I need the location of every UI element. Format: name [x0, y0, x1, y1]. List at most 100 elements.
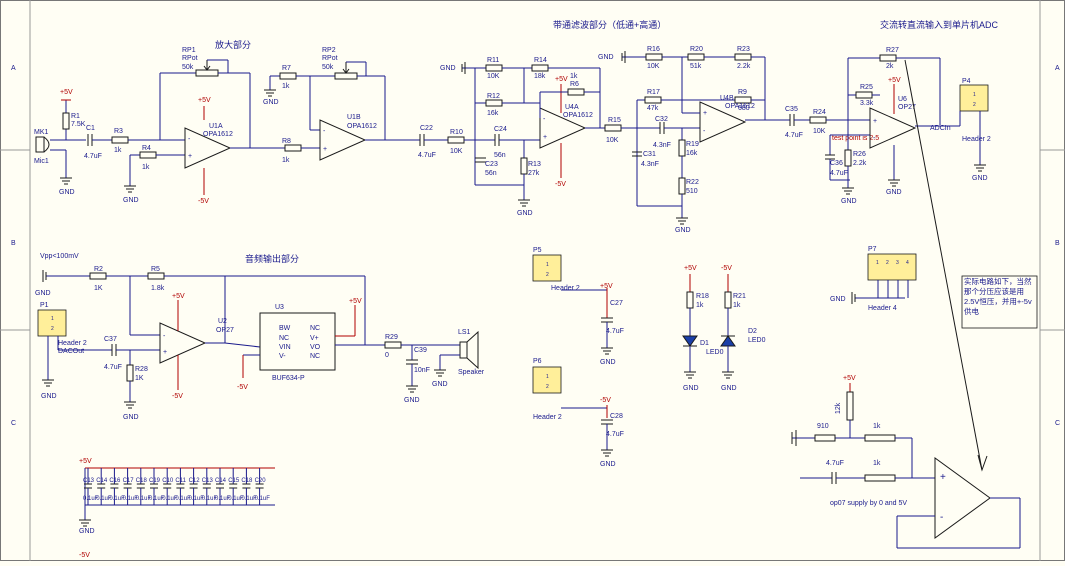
- u2-ref: U2: [218, 318, 227, 325]
- p6-supply: -5V: [600, 397, 611, 404]
- svg-text:+: +: [940, 472, 946, 483]
- r17-resistor: [644, 96, 662, 104]
- svg-text:2: 2: [51, 326, 54, 332]
- svg-text:1: 1: [876, 260, 879, 266]
- decoupling-cap-value: 0.1uF: [136, 496, 152, 502]
- decoupling-cap-ref: C20: [255, 478, 267, 484]
- decoupling-cap-ref: C11: [175, 478, 186, 484]
- adc-in-net: ADCIn: [930, 125, 951, 132]
- mic-symbol: [35, 136, 45, 153]
- speaker-ls1: [459, 341, 468, 359]
- r10-value: 10K: [450, 148, 463, 155]
- svg-text:1: 1: [973, 92, 976, 98]
- rp1-ref: RP1: [182, 47, 196, 54]
- u1a-plus-supply: +5V: [198, 97, 211, 104]
- c36-value: 4.7uF: [830, 170, 848, 177]
- border-letter-a-right: A: [1055, 65, 1060, 72]
- u3-pin-bw: BW: [279, 325, 291, 332]
- c39-ref: C39: [414, 347, 427, 354]
- r16-value: 10K: [647, 63, 660, 70]
- c24-value: 56n: [494, 152, 506, 159]
- svg-text:4: 4: [906, 260, 909, 266]
- c28-ref: C28: [610, 413, 623, 420]
- svg-text:1: 1: [546, 262, 549, 268]
- r5-value: 1.8k: [151, 285, 165, 292]
- r11-resistor: [485, 64, 503, 72]
- r4-ref: R4: [142, 145, 151, 152]
- decoupling-cap-value: 0.1uF: [202, 496, 218, 502]
- u3-minus-supply: -5V: [237, 384, 248, 391]
- note-pointer-line: [904, 59, 983, 471]
- r25-resistor: [855, 91, 873, 99]
- opamp-u4a: [539, 107, 587, 149]
- r26-ref: R26: [853, 151, 866, 158]
- r18-resistor: [686, 291, 694, 309]
- design-note: 实际电路如下，当然那个分压应该是用2.5V恒压，并用+-5v供电: [964, 277, 1032, 316]
- svg-text:-: -: [703, 128, 706, 135]
- mic-name: Mic1: [34, 158, 49, 165]
- r8-value: 1k: [282, 157, 290, 164]
- c39-value: 10nF: [414, 367, 430, 374]
- c27-ref: C27: [610, 300, 623, 307]
- svg-text:3: 3: [896, 260, 899, 266]
- r27-resistor: [879, 54, 897, 62]
- r5-resistor: [147, 272, 165, 280]
- r21-value: 1k: [733, 302, 741, 309]
- p5-name: Header 2: [551, 285, 580, 292]
- opamp-u4b: [699, 101, 747, 143]
- gnd-label-u6: GND: [886, 189, 902, 196]
- decoupling-cap-value: 0.1uF: [255, 496, 271, 502]
- opamp-u2: [159, 322, 207, 364]
- u1b-part: OPA1612: [347, 123, 377, 130]
- header-p5: [532, 254, 562, 282]
- gnd-label-decoupling: GND: [79, 528, 95, 535]
- gnd-label-d1: GND: [683, 385, 699, 392]
- r7-value: 1k: [282, 83, 290, 90]
- r24-ref: R24: [813, 109, 826, 116]
- r12-resistor: [485, 99, 503, 107]
- u3-pin-vin: VIN: [279, 344, 291, 351]
- svg-text:1: 1: [51, 316, 54, 322]
- r28-resistor: [126, 364, 134, 382]
- u3-pin-vminus: V-: [279, 353, 286, 360]
- led-d2: [720, 335, 736, 347]
- gnd-label-p1: GND: [41, 393, 57, 400]
- u3-pin-vplus: V+: [310, 335, 319, 342]
- design-note-box: [961, 275, 1038, 329]
- c22-ref: C22: [420, 125, 433, 132]
- r18-ref: R18: [696, 293, 709, 300]
- c1-value: 4.7uF: [84, 153, 102, 160]
- inset-r-left: [814, 434, 836, 442]
- decoupling-cap-ref: C13: [202, 478, 214, 484]
- r3-ref: R3: [114, 128, 123, 135]
- r17-ref: R17: [647, 89, 660, 96]
- r26-resistor: [844, 149, 852, 167]
- c31-ref: C31: [643, 151, 656, 158]
- gnd-label-r2: GND: [35, 290, 51, 297]
- svg-text:1: 1: [546, 374, 549, 380]
- opamp-u6: [869, 107, 917, 149]
- r27-value: 2k: [886, 63, 894, 70]
- r26-value: 2.2k: [853, 160, 867, 167]
- svg-text:-: -: [323, 128, 326, 135]
- header-p4: [959, 84, 989, 112]
- u3-ref: U3: [275, 304, 284, 311]
- speaker-name: Speaker: [458, 369, 485, 376]
- led-d1-name: LED0: [706, 349, 724, 356]
- decoupling-cap-ref: C14: [96, 478, 108, 484]
- gnd-label-p5: GND: [600, 359, 616, 366]
- r22-value: 510: [686, 188, 698, 195]
- gnd-label-mic: GND: [59, 189, 75, 196]
- u2-minus-supply: -5V: [172, 393, 183, 400]
- c1-ref: C1: [86, 125, 95, 132]
- inset-r-bot-value: 1k: [873, 460, 881, 467]
- gnd-label-p4: GND: [972, 175, 988, 182]
- r7-ref: R7: [282, 65, 291, 72]
- decoupling-cap-value: 0.1uF: [162, 496, 178, 502]
- gnd-label-r13: GND: [517, 210, 533, 217]
- u1b-ref: U1B: [347, 114, 361, 121]
- u4a-part: OPA1612: [563, 112, 593, 119]
- opamp-u1b: [319, 119, 367, 161]
- p4-name: Header 2: [962, 136, 991, 143]
